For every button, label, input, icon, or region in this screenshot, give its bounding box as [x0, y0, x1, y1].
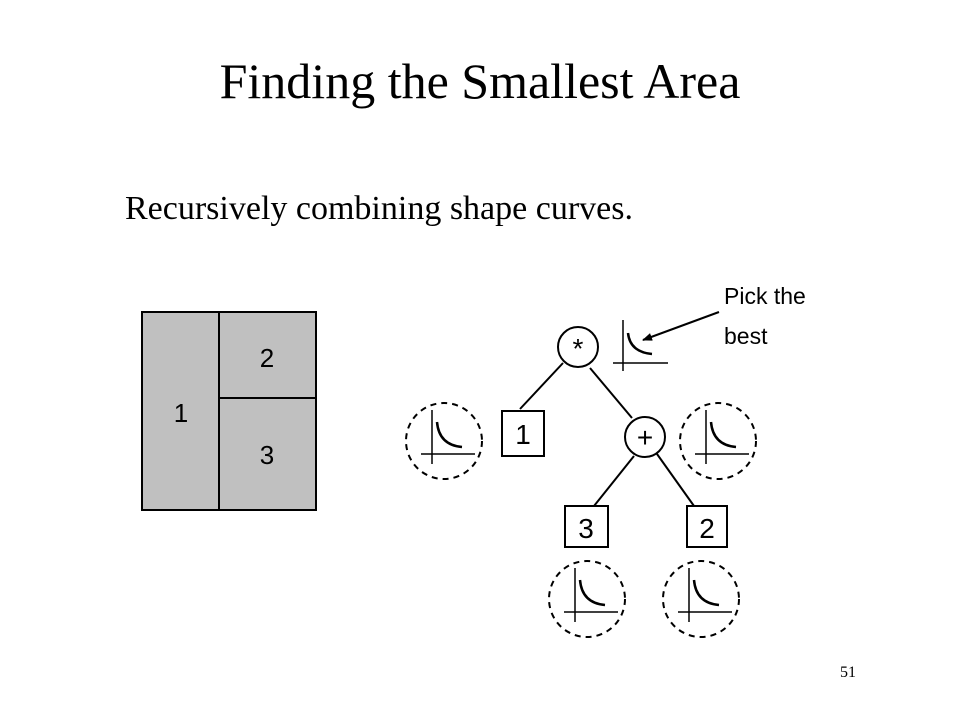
pick-best-arrow	[642, 311, 720, 341]
tree-edges	[519, 362, 695, 507]
tree-leaf-3: 3	[564, 505, 609, 548]
shape-curve-leaf-3	[548, 560, 626, 638]
floorplan-block-3	[218, 397, 317, 511]
pick-best-annotation-line-2: best	[724, 323, 768, 349]
page-number: 51	[840, 664, 856, 681]
floorplan-block-3-label: 3	[260, 440, 274, 470]
leaf-2-label: 2	[699, 513, 715, 544]
shape-curve-leaf-1	[405, 402, 483, 480]
leaf-3-label: 3	[578, 513, 594, 544]
floorplan-block-2-label: 2	[260, 343, 274, 373]
tree-root-node: *	[557, 326, 599, 368]
edge-root-to-leaf-1	[519, 362, 564, 410]
edge-root-to-plus	[589, 367, 633, 419]
plus-operator-label: +	[637, 422, 653, 453]
floorplan: 1 2 3	[141, 311, 317, 511]
pick-best-annotation-line-1: Pick the	[724, 283, 806, 309]
edge-plus-to-leaf-2	[656, 453, 695, 507]
floorplan-block-2	[218, 311, 317, 399]
shape-curve-best	[613, 320, 668, 371]
floorplan-block-1-label: 1	[174, 398, 188, 428]
shape-curve-leaf-2	[662, 560, 740, 638]
shape-curve-plus	[679, 402, 757, 480]
slide-subtitle: Recursively combining shape curves.	[125, 190, 633, 227]
edge-plus-to-leaf-3	[593, 455, 635, 507]
tree-plus-node: +	[624, 416, 666, 458]
tree-leaf-2: 2	[686, 505, 728, 548]
root-operator-label: *	[573, 333, 584, 364]
floorplan-block-1	[141, 311, 220, 511]
tree-leaf-1: 1	[501, 410, 545, 457]
leaf-1-label: 1	[515, 419, 531, 450]
slide-title: Finding the Smallest Area	[219, 53, 741, 109]
